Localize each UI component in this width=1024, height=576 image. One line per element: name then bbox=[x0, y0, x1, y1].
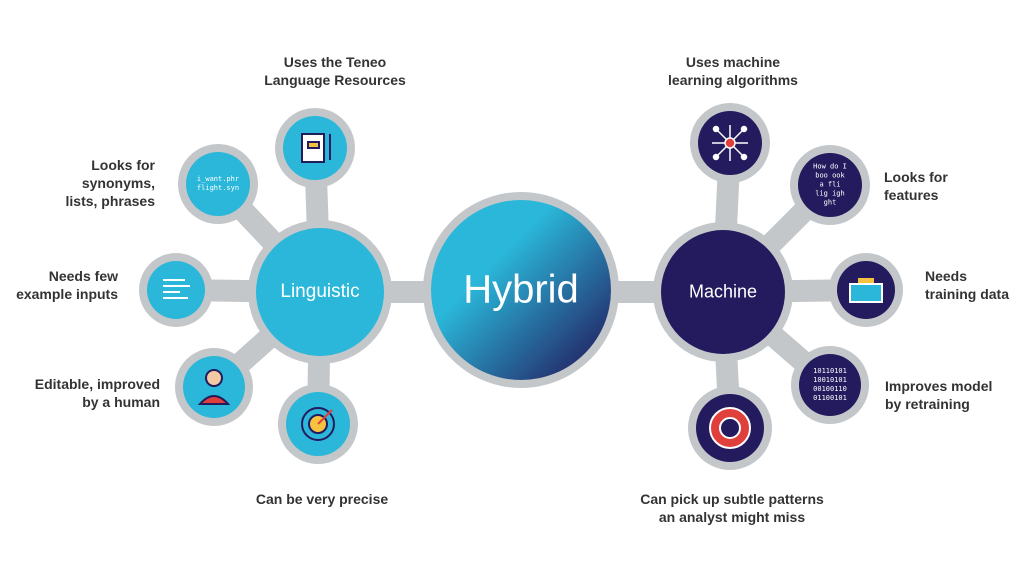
linguistic-item-label: Needs few example inputs bbox=[16, 268, 118, 302]
machine-item-label: Needs training data bbox=[925, 268, 1010, 302]
machine-item-label: Looks for features bbox=[884, 169, 948, 203]
linguistic-item-label: Can be very precise bbox=[255, 491, 389, 507]
linguistic-label: Linguistic bbox=[280, 281, 360, 302]
machine-circle bbox=[661, 230, 785, 354]
file-list-icon: i_want.phr flight.syn bbox=[196, 175, 240, 192]
lifebuoy-icon bbox=[709, 407, 751, 449]
network-icon bbox=[712, 125, 748, 161]
linguistic-circle bbox=[256, 228, 384, 356]
text-lines-icon bbox=[163, 279, 190, 299]
hybrid-circle bbox=[431, 200, 611, 380]
machine-item-label: Uses machine learning algorithms bbox=[668, 54, 798, 88]
binary-icon: 10110101 10010101 00100110 01100101 bbox=[813, 367, 847, 402]
tokens-icon: How do I boo ook a fli lig igh ght bbox=[813, 162, 847, 207]
hybrid-label: Hybrid bbox=[463, 267, 579, 312]
machine-label: Machine bbox=[688, 281, 758, 302]
linguistic-item-label: Uses the Teneo Language Resources bbox=[264, 54, 406, 88]
person-icon bbox=[197, 369, 231, 405]
linguistic-item-label: Looks for synonyms, lists, phrases bbox=[65, 157, 156, 209]
notebook-icon bbox=[301, 133, 331, 163]
target-icon bbox=[301, 407, 335, 441]
machine-item-label: Can pick up subtle patterns an analyst m… bbox=[640, 491, 824, 525]
inbox-icon bbox=[849, 278, 883, 303]
machine-item-label: Improves model by retraining bbox=[885, 378, 993, 412]
linguistic-item-label: Editable, improved by a human bbox=[34, 376, 160, 410]
